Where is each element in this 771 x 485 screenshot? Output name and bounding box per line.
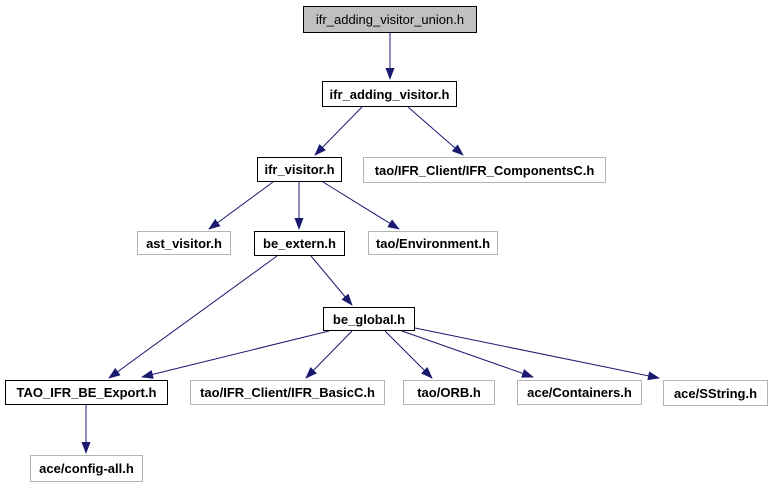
edge-be_global-to-orb bbox=[384, 330, 433, 379]
node-ifr_componentsc: tao/IFR_Client/IFR_ComponentsC.h bbox=[363, 157, 606, 183]
node-config_all: ace/config-all.h bbox=[30, 455, 143, 482]
node-ifr_adding_visitor[interactable]: ifr_adding_visitor.h bbox=[322, 81, 457, 107]
edge-ifr_adding_visitor-to-ifr_visitor bbox=[314, 106, 363, 156]
node-ifr_visitor[interactable]: ifr_visitor.h bbox=[257, 157, 342, 182]
edge-ifr_visitor-to-ast_visitor bbox=[208, 181, 274, 230]
edge-ifr_adding_visitor-to-ifr_componentsc bbox=[407, 106, 464, 156]
node-ast_visitor: ast_visitor.h bbox=[137, 231, 231, 255]
edge-ifr_visitor-to-environment bbox=[322, 181, 400, 230]
node-containers: ace/Containers.h bbox=[517, 380, 642, 405]
node-environment: tao/Environment.h bbox=[368, 231, 498, 255]
edge-be_global-to-sstring bbox=[414, 327, 660, 381]
node-ifr_basicc: tao/IFR_Client/IFR_BasicC.h bbox=[190, 380, 385, 405]
node-orb: tao/ORB.h bbox=[403, 380, 495, 405]
node-tao_ifr_be_export[interactable]: TAO_IFR_BE_Export.h bbox=[5, 380, 168, 405]
node-ifr_adding_visitor_union: ifr_adding_visitor_union.h bbox=[303, 6, 477, 33]
node-be_global[interactable]: be_global.h bbox=[323, 307, 415, 331]
edge-be_extern-to-tao_ifr_be_export bbox=[108, 255, 278, 379]
edge-be_global-to-containers bbox=[401, 330, 534, 378]
edge-be_global-to-tao_ifr_be_export bbox=[141, 330, 330, 379]
node-be_extern[interactable]: be_extern.h bbox=[254, 231, 345, 256]
edge-be_global-to-ifr_basicc bbox=[305, 330, 353, 379]
edge-be_extern-to-be_global bbox=[310, 255, 353, 306]
node-sstring: ace/SString.h bbox=[663, 380, 768, 406]
